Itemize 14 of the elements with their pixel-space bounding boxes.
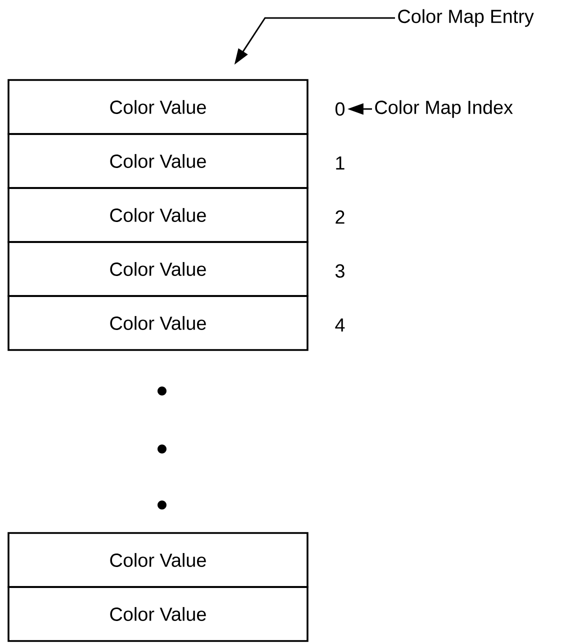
table-cell: Color Value — [8, 532, 308, 588]
index-number: 4 — [335, 318, 345, 332]
table-cell: Color Value — [8, 295, 308, 351]
index-number: 1 — [336, 156, 344, 170]
text-label: 0 — [335, 102, 345, 116]
table-cell: Color Value — [8, 187, 308, 243]
index-number: 3 — [335, 264, 344, 278]
table-cell: Color Value — [8, 241, 308, 297]
text-label: Color Map Index — [375, 100, 513, 118]
table-cell: Color Value — [8, 586, 308, 642]
text-label: Color Map Entry — [398, 9, 534, 27]
index-number: 2 — [336, 210, 344, 224]
table-cell: Color Value — [8, 133, 308, 189]
table-cell: Color Value — [8, 79, 308, 135]
